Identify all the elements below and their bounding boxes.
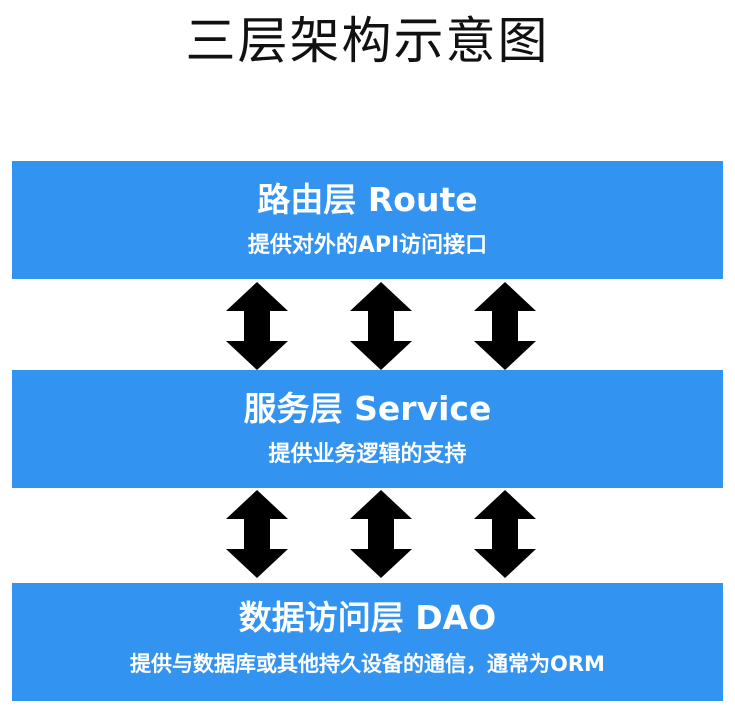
double-arrow-icon [226, 282, 288, 370]
double-arrow-icon [350, 490, 412, 578]
service-layer-desc: 提供业务逻辑的支持 [268, 442, 467, 467]
route-layer-desc: 提供对外的API访问接口 [247, 233, 488, 258]
double-arrow-icon [474, 490, 536, 578]
dao-layer-desc: 提供与数据库或其他持久设备的通信，通常为ORM [130, 652, 605, 676]
service-layer-name: 服务层 Service [243, 389, 492, 428]
double-arrow-icon [474, 282, 536, 370]
double-arrow-icon [226, 490, 288, 578]
page-title: 三层架构示意图 [185, 12, 550, 70]
double-arrow-icon [350, 282, 412, 370]
dao-layer-box: 数据访问层 DAO 提供与数据库或其他持久设备的通信，通常为ORM [12, 583, 723, 701]
dao-layer-name: 数据访问层 DAO [238, 598, 497, 637]
route-layer-name: 路由层 Route [257, 180, 478, 219]
route-layer-box: 路由层 Route 提供对外的API访问接口 [12, 161, 723, 279]
service-layer-box: 服务层 Service 提供业务逻辑的支持 [12, 370, 723, 488]
